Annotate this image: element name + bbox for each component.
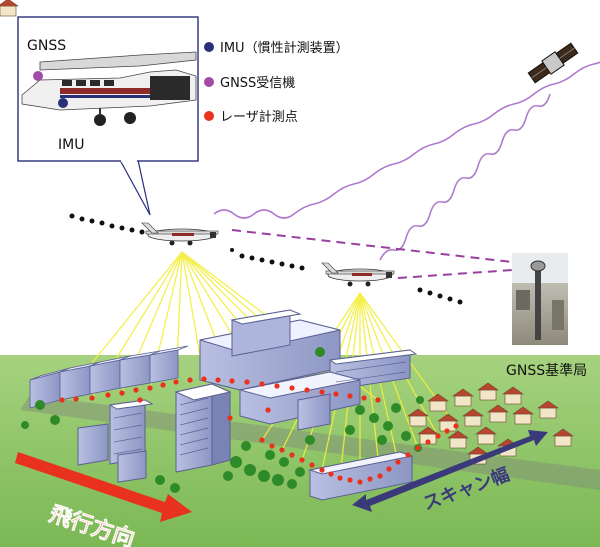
aircraft-icon [142, 223, 218, 246]
inset-imu-marker [58, 98, 68, 108]
legend-gnss-marker [204, 77, 214, 87]
legend-imu-label: IMU（慣性計測装置） [220, 40, 349, 56]
legend: IMU（慣性計測装置） GNSS受信機 レーザ計測点 [204, 40, 349, 125]
aircraft-detail-inset: GNSS IMU [18, 17, 198, 215]
aircraft-icon-2 [322, 263, 394, 287]
inset-imu-label: IMU [58, 137, 84, 153]
legend-laser-label: レーザ計測点 [220, 109, 298, 125]
legend-laser-marker [204, 111, 214, 121]
flight-path-dots [70, 214, 463, 305]
legend-imu-marker [204, 42, 214, 52]
inset-gnss-marker [33, 71, 43, 81]
ground-station-icon [512, 253, 568, 345]
legend-gnss-label: GNSS受信機 [220, 76, 295, 91]
inset-gnss-label: GNSS [27, 38, 66, 54]
satellite-icon [527, 42, 579, 85]
ground-station-label: GNSS基準局 [506, 362, 587, 379]
